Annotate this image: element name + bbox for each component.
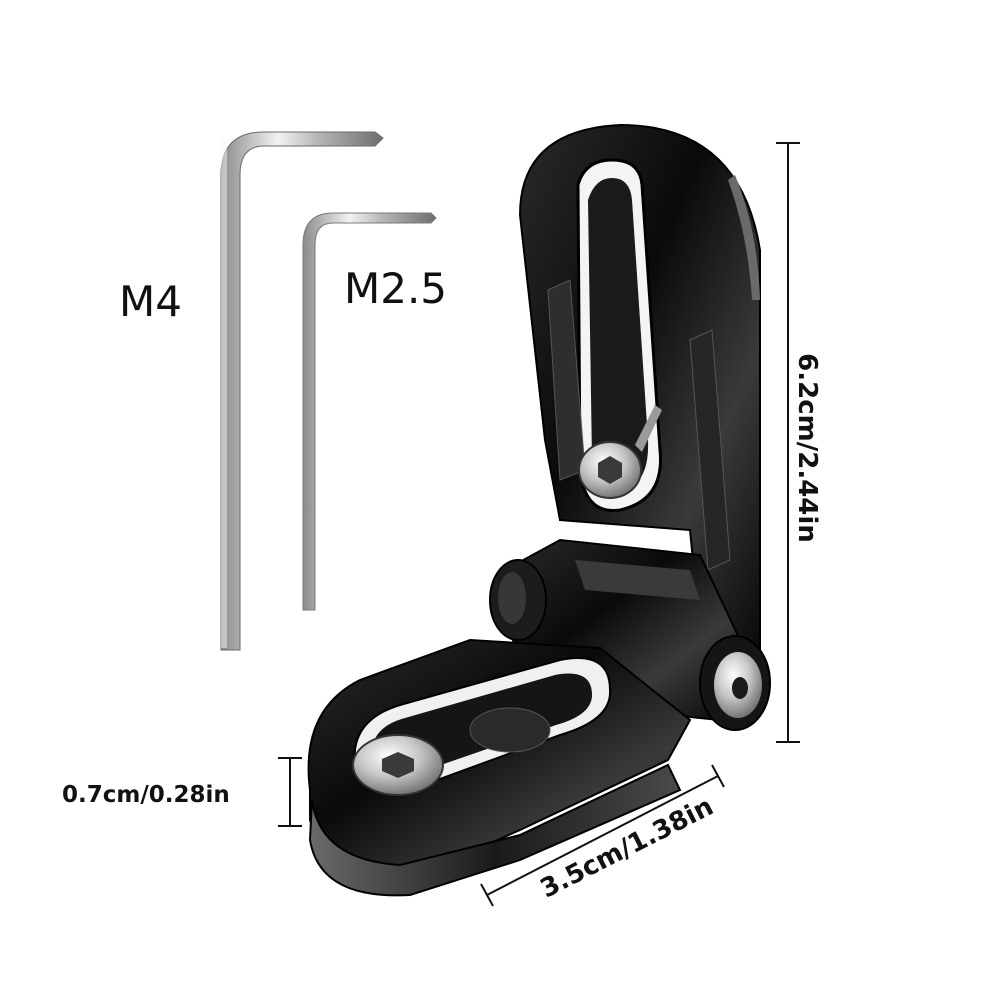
bracket-vertical-plate — [518, 123, 761, 682]
m4-hex-key — [220, 131, 384, 651]
thickness-label: 0.7cm/0.28in — [62, 782, 230, 808]
height-dimension-line — [776, 142, 800, 743]
m25-label: M2.5 — [344, 264, 448, 313]
m4-label: M4 — [119, 277, 182, 326]
hinge-screw — [699, 635, 771, 731]
thickness-dimension-line — [278, 757, 302, 827]
base-screw — [352, 734, 444, 796]
height-label: 6.2cm/2.44in — [792, 353, 822, 543]
upper-screw — [578, 405, 662, 499]
m25-hex-key — [302, 212, 437, 611]
width-dimension-line — [480, 764, 725, 907]
